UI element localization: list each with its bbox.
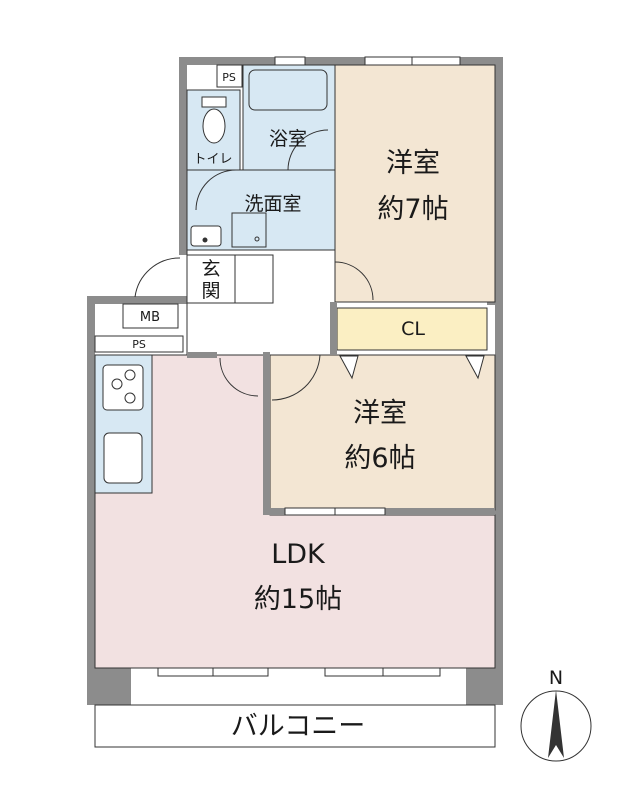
western-room-6-size: 約6帖 [344,443,415,474]
balcony-area [94,704,496,748]
wash-basin [190,225,222,247]
western-room-7-name: 洋室 [386,148,440,179]
ps-top-box [216,64,243,88]
mb-box [122,303,179,329]
entrance-name-2: 関 [201,280,220,302]
western-room-7-size: 約7帖 [377,194,448,225]
north-label: N [549,667,563,689]
ps-top-label: PS [222,71,236,84]
bathroom-name: 浴室 [269,128,307,150]
toilet-bowl [202,108,226,144]
western-room-6-name: 洋室 [353,398,407,429]
closet-door-left [339,355,359,380]
windows [157,56,461,677]
entrance-area [186,254,236,304]
ps-side-label: PS [132,338,146,351]
door-swings [134,129,374,401]
closet-name: CL [401,318,425,340]
closet-door-right [465,355,485,380]
compass-needle [548,690,564,758]
washing-machine-pan [231,212,267,248]
ldk-size: 約15帖 [254,584,342,615]
mb-label: MB [140,310,160,325]
cooktop [102,364,144,411]
kitchen-sink [103,432,143,484]
bathtub [248,69,328,111]
closet-area [336,307,488,351]
western-room-6-area [269,354,496,511]
entrance-name-1: 玄 [201,258,220,280]
toilet-name: トイレ [193,152,232,167]
fixtures [102,69,328,484]
western-room-7-area [334,64,496,303]
toilet-tank [201,96,227,108]
north-arrow: N [520,667,592,762]
balcony-name: バルコニー [231,711,365,742]
ldk-name: LDK [271,539,326,570]
washroom-name: 洗面室 [244,193,301,215]
shoe-box [234,254,274,304]
ps-side-box [94,335,184,353]
